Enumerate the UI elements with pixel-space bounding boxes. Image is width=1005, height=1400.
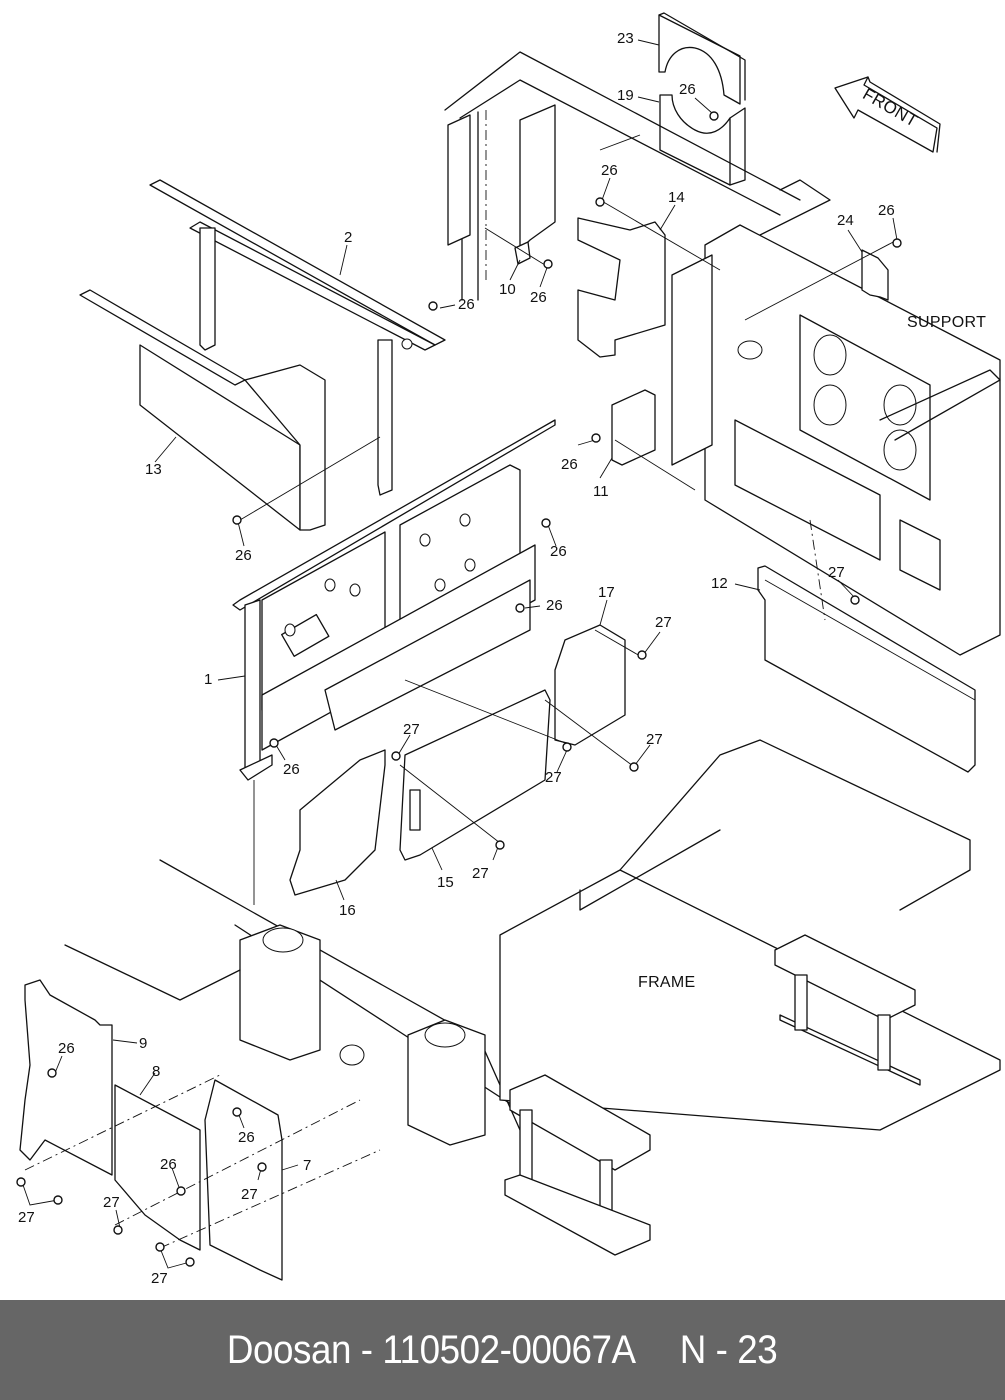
part-9-panel: [19, 979, 113, 1176]
callout-26: 26: [601, 162, 618, 179]
part-14-bracket: [577, 217, 666, 358]
callout-26: 26: [283, 761, 300, 778]
callout-26: 26: [458, 296, 475, 313]
callout-26: 26: [561, 456, 578, 473]
callout-19: 19: [617, 87, 634, 104]
callout-26: 26: [238, 1129, 255, 1146]
part-8-panel: [114, 1084, 201, 1251]
upper-support-frame: [444, 51, 831, 301]
footer-bar: Doosan - 110502-00067A N - 23: [0, 1300, 1005, 1400]
parts-diagram: FRONT SUPPORT FRAME 23 19 26 26 14 24 26…: [16, 12, 1001, 1287]
callout-17: 17: [598, 584, 615, 601]
callout-15: 15: [437, 874, 454, 891]
callout-27: 27: [241, 1186, 258, 1203]
callout-27: 27: [103, 1194, 120, 1211]
callout-23: 23: [617, 30, 634, 47]
assembly-lines: [24, 199, 898, 1249]
part-2-crossbeam: [149, 179, 446, 496]
part-7-panel: [204, 1079, 283, 1281]
callout-10: 10: [499, 281, 516, 298]
part-15-panel: [399, 689, 551, 861]
part-23-upper-cover: [658, 12, 746, 105]
part-12-panel: [757, 565, 976, 773]
callout-27: 27: [151, 1270, 168, 1287]
front-direction-arrow-icon: [834, 76, 941, 153]
callout-14: 14: [668, 189, 685, 206]
callout-13: 13: [145, 461, 162, 478]
callout-16: 16: [339, 902, 356, 919]
exploded-view-drawing: [16, 12, 1001, 1281]
footer-caption: Doosan - 110502-00067A N - 23: [227, 1327, 778, 1373]
frame-structure: [64, 739, 1001, 1256]
right-support-assembly: [671, 224, 1001, 656]
callout-7: 7: [303, 1157, 312, 1174]
leader-lines: [21, 39, 898, 1269]
callout-27: 27: [828, 564, 845, 581]
part-16-panel: [289, 749, 386, 896]
callout-12: 12: [711, 575, 728, 592]
callout-26: 26: [530, 289, 547, 306]
part-1-main-frame: [232, 419, 556, 781]
part-24-bracket: [861, 249, 889, 301]
callout-26: 26: [235, 547, 252, 564]
brand-name: Doosan: [227, 1327, 352, 1372]
part-10-clip: [514, 241, 531, 265]
callout-26: 26: [546, 597, 563, 614]
callout-27: 27: [646, 731, 663, 748]
callout-27: 27: [545, 769, 562, 786]
callout-8: 8: [152, 1063, 161, 1080]
part-13-duct: [79, 289, 326, 531]
callout-26: 26: [878, 202, 895, 219]
callout-26: 26: [160, 1156, 177, 1173]
callout-24: 24: [837, 212, 854, 229]
footer-separator: -: [361, 1327, 374, 1372]
callout-11: 11: [593, 483, 609, 500]
part-number: 110502-00067A: [382, 1327, 637, 1372]
callout-26: 26: [550, 543, 567, 560]
callout-2: 2: [344, 229, 353, 246]
callout-27: 27: [18, 1209, 35, 1226]
callout-26: 26: [679, 81, 696, 98]
callout-27: 27: [472, 865, 489, 882]
frame-label: FRAME: [638, 974, 696, 991]
support-label: SUPPORT: [907, 314, 987, 331]
part-19-lower-cover: [659, 94, 746, 186]
callout-26: 26: [58, 1040, 75, 1057]
page-reference: N - 23: [680, 1327, 778, 1372]
callout-27: 27: [403, 721, 420, 738]
part-17-panel: [554, 624, 626, 746]
callout-9: 9: [139, 1035, 148, 1052]
callout-27: 27: [655, 614, 672, 631]
fastener-bolts: [16, 111, 902, 1267]
callout-1: 1: [204, 671, 213, 688]
part-11-bracket: [611, 389, 656, 466]
